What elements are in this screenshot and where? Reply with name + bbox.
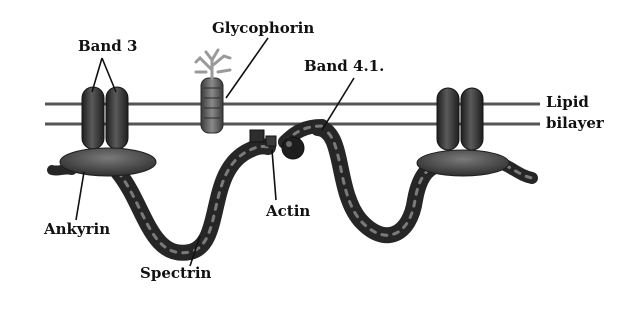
band41-label: Band 4.1. [304,57,384,75]
glycophorin-leader-line [226,38,268,98]
glycophorin-sugar-tree [196,50,230,78]
spectrin-label: Spectrin [140,264,212,282]
lipid-label: Lipid [546,93,589,111]
band3-right-protein [437,88,483,150]
ankyrin-leader-line [76,172,84,220]
band3-left-protein [82,87,128,149]
ankyrin-right-protein [417,150,509,176]
actin-label: Actin [265,202,310,220]
spectrin-right-tail [505,165,532,178]
bilayer-label: bilayer [546,114,605,132]
actin-leader-line [272,150,276,200]
ankyrin-left-protein [60,148,156,176]
spectrin-right-chain [318,128,445,235]
glycophorin-label: Glycophorin [212,19,314,37]
glycophorin-protein [196,50,230,133]
band3-label: Band 3 [78,37,137,55]
band41-protein [282,137,304,159]
ankyrin-label: Ankyrin [43,220,110,238]
